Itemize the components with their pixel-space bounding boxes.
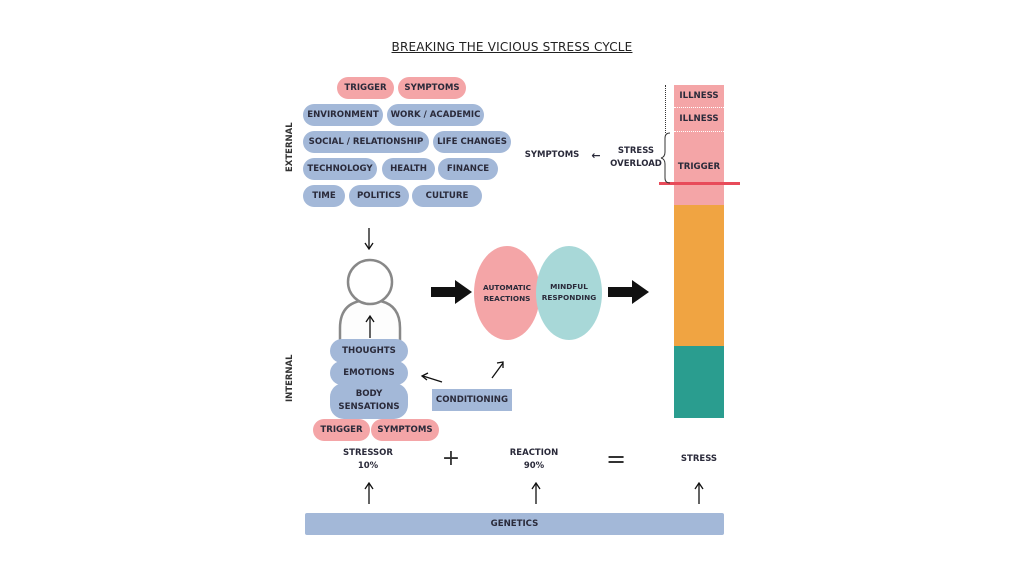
bold-right-arrow-icon: [608, 280, 649, 304]
stress-overload-text: STRESS OVERLOAD: [606, 145, 666, 171]
mindful-responding-ellipse: [536, 246, 602, 340]
stressor-label: STRESSOR 10%: [338, 447, 398, 473]
bar-divider: [674, 131, 724, 132]
conditioning-box: CONDITIONING: [432, 389, 512, 411]
stress-threshold-line: [659, 182, 740, 185]
factor-life-changes: LIFE CHANGES: [433, 131, 511, 153]
external-trigger-pill: TRIGGER: [337, 77, 394, 99]
stress-overload-line2: OVERLOAD: [610, 159, 662, 169]
automatic-line2: REACTIONS: [483, 294, 531, 303]
stressor-percent: 10%: [357, 461, 379, 471]
genetics-bar: GENETICS: [305, 513, 724, 535]
up-arrow-icon: [365, 314, 375, 338]
up-arrow-icon: [531, 482, 541, 504]
mindful-responding-label: MINDFUL RESPONDING: [538, 281, 600, 303]
emotions-box: EMOTIONS: [330, 361, 408, 385]
mindful-line2: RESPONDING: [541, 293, 597, 302]
external-label: EXTERNAL: [285, 122, 295, 172]
overload-symptoms-text: SYMPTOMS: [524, 150, 580, 160]
bar-label-illness-2: ILLNESS: [679, 114, 719, 124]
stress-result-label: STRESS: [680, 454, 718, 464]
stress-bar-low-segment: [674, 346, 724, 418]
person-icon: [338, 258, 402, 344]
arrow-to-reactions-icon: [491, 361, 504, 379]
stress-bar-moderate-segment: [674, 205, 724, 346]
equals-sign: =: [605, 445, 627, 473]
automatic-reactions-ellipse: [474, 246, 540, 340]
arrow-to-emotions-icon: [420, 372, 443, 383]
up-arrow-icon: [694, 482, 704, 504]
factor-technology: TECHNOLOGY: [303, 158, 377, 180]
left-arrow-icon: ←: [591, 149, 601, 162]
brace-icon: [660, 132, 671, 184]
diagram-title: BREAKING THE VICIOUS STRESS CYCLE: [391, 40, 633, 54]
reaction-label: REACTION 90%: [504, 447, 564, 473]
up-arrow-icon: [364, 482, 374, 504]
bar-label-illness-1: ILLNESS: [679, 91, 719, 101]
bold-right-arrow-icon: [431, 280, 472, 304]
factor-social-relationship: SOCIAL / RELATIONSHIP: [303, 131, 429, 153]
internal-trigger-pill: TRIGGER: [313, 419, 370, 441]
automatic-line1: AUTOMATIC: [483, 283, 531, 292]
factor-finance: FINANCE: [438, 158, 498, 180]
stressor-text: STRESSOR: [343, 448, 393, 458]
factor-health: HEALTH: [382, 158, 435, 180]
bar-divider: [674, 107, 724, 108]
factor-culture: CULTURE: [412, 185, 482, 207]
stress-bar-overload-segment: [674, 85, 724, 205]
body-sensations-box: BODY SENSATIONS: [330, 383, 408, 419]
factor-time: TIME: [303, 185, 345, 207]
internal-label: INTERNAL: [285, 354, 295, 402]
internal-symptoms-pill: SYMPTOMS: [371, 419, 439, 441]
plus-sign: +: [441, 446, 461, 471]
factor-environment: ENVIRONMENT: [303, 104, 383, 126]
reaction-text: REACTION: [509, 448, 559, 458]
reaction-percent: 90%: [523, 461, 545, 471]
down-arrow-icon: [364, 228, 374, 250]
mindful-line1: MINDFUL: [550, 282, 588, 291]
thoughts-box: THOUGHTS: [330, 339, 408, 363]
external-symptoms-pill: SYMPTOMS: [398, 77, 466, 99]
dotted-guide-line: [665, 85, 666, 133]
factor-politics: POLITICS: [349, 185, 409, 207]
factor-work-academic: WORK / ACADEMIC: [387, 104, 484, 126]
automatic-reactions-label: AUTOMATIC REACTIONS: [476, 282, 538, 304]
stress-overload-line1: STRESS: [617, 146, 655, 156]
bar-label-trigger: TRIGGER: [677, 162, 721, 172]
